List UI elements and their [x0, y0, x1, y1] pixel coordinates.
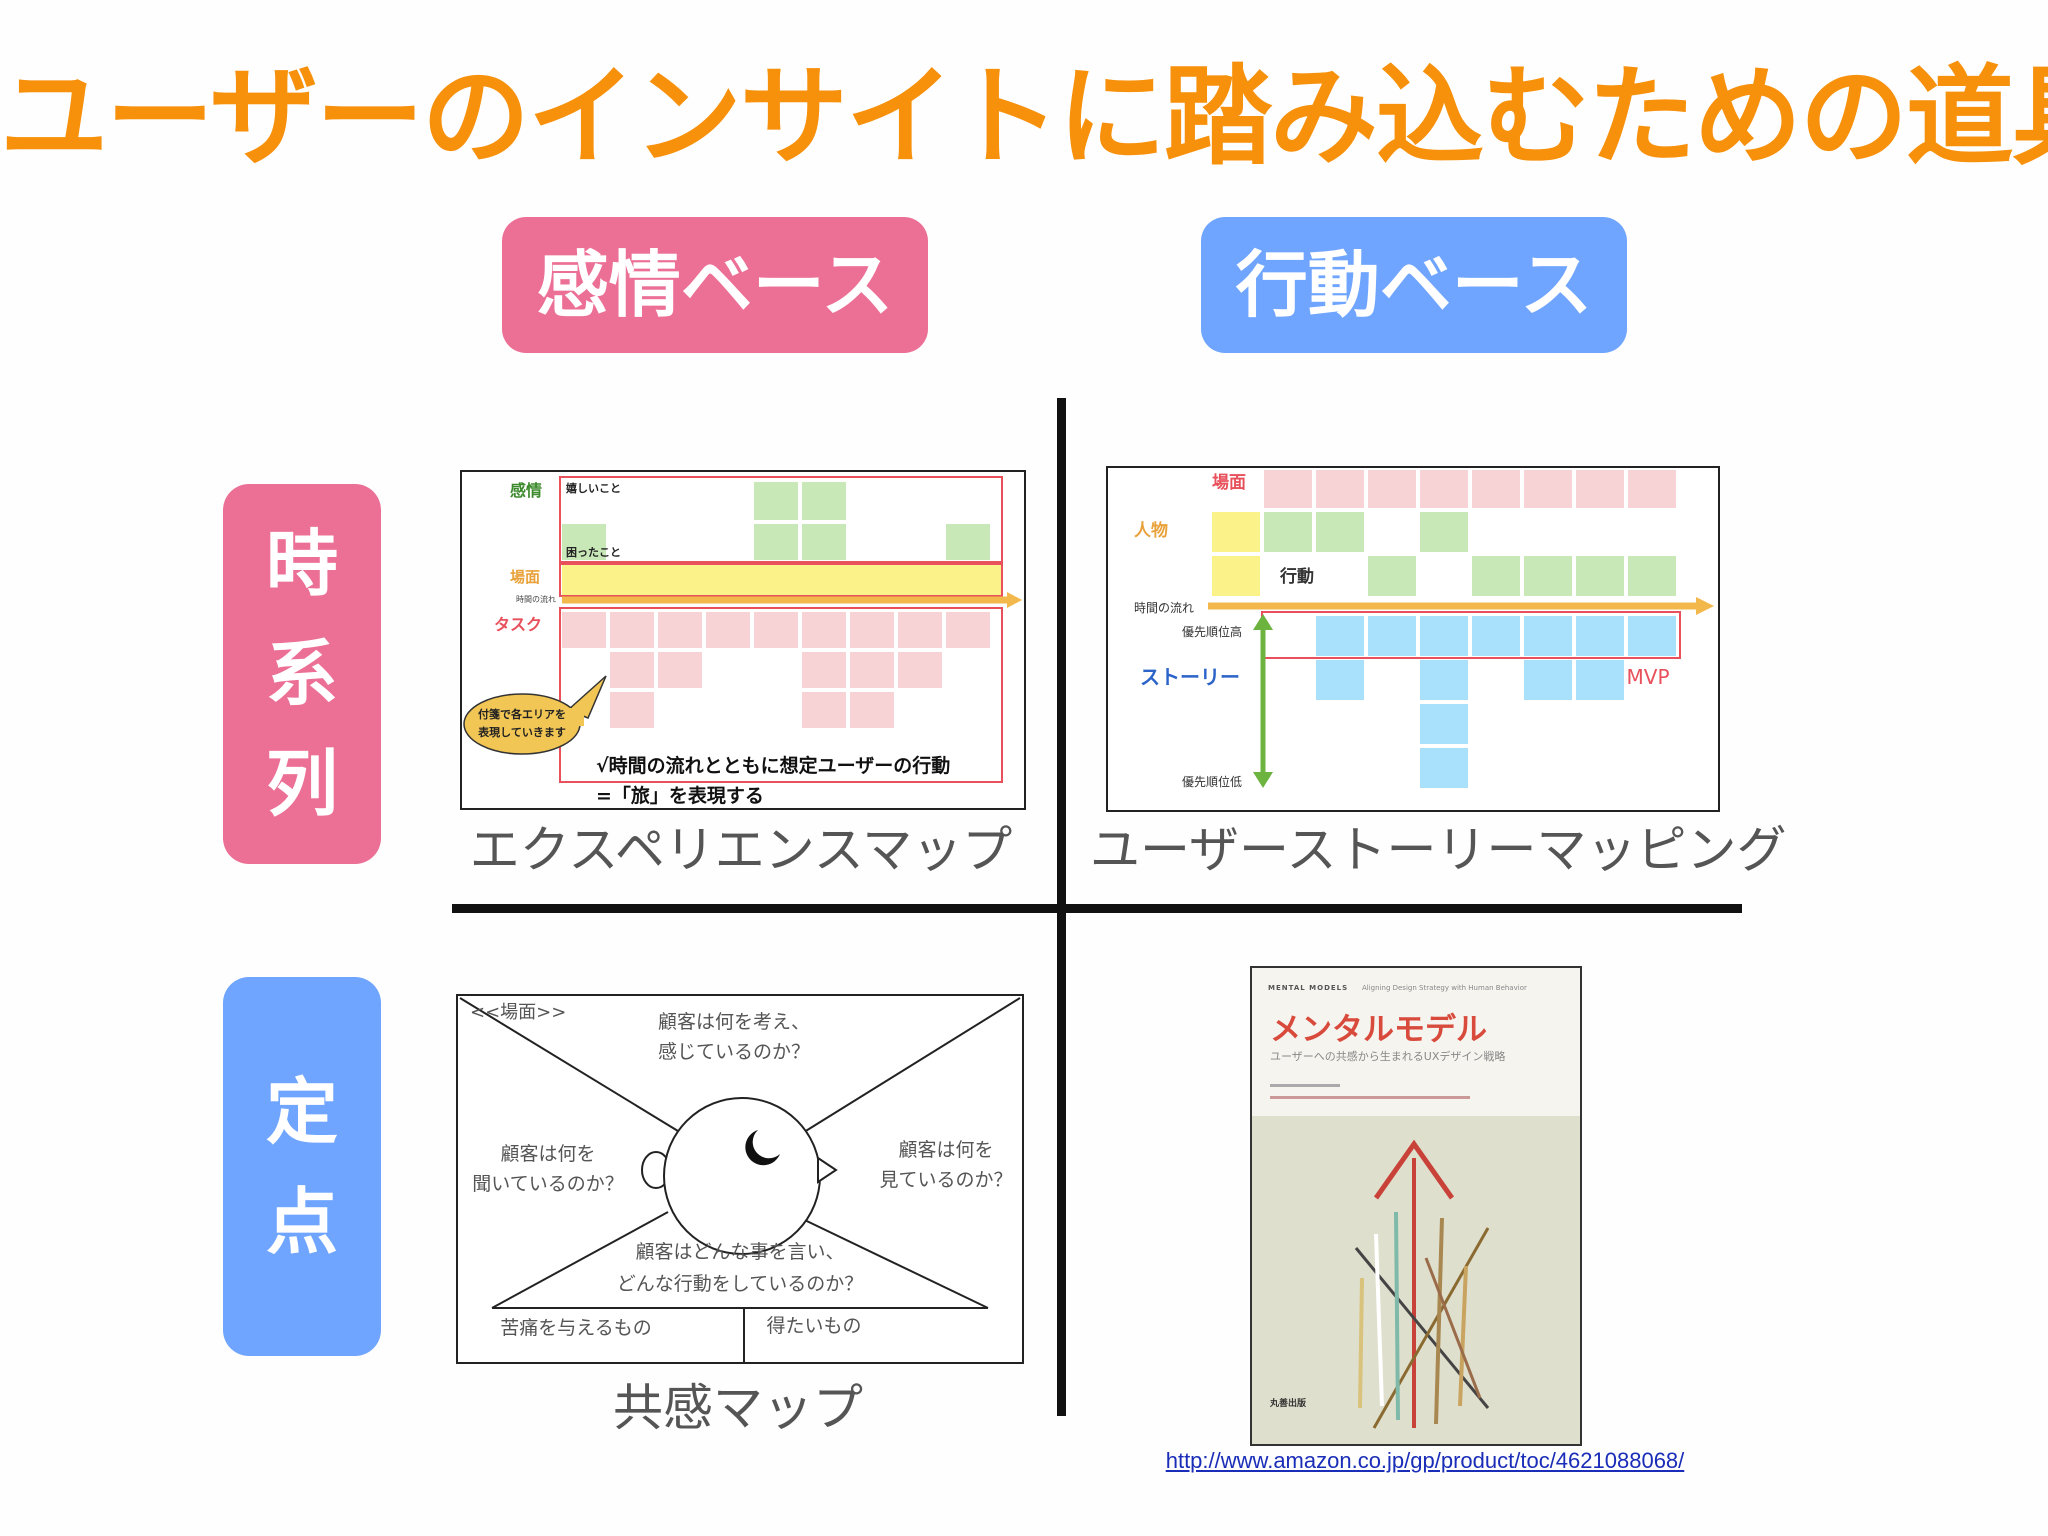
time-series-char-3: 列	[265, 742, 338, 826]
emotion-based-header: 感情ベース	[502, 217, 928, 353]
empathy-say-line1: 顧客はどんな事を言い、	[635, 1241, 844, 1263]
story-person-label: 人物	[1134, 520, 1168, 541]
page-title: ユーザーのインサイトに踏み込むための道具	[0, 55, 2048, 180]
story-mvp-label: MVP	[1627, 665, 1670, 689]
story-map-grid	[1208, 470, 1714, 788]
empathy-see-line1: 顧客は何を	[898, 1139, 993, 1161]
book-title: メンタルモデル	[1270, 1012, 1487, 1048]
exp-bubble-line1: 付箋で各エリアを	[478, 707, 566, 721]
exp-task-label: タスク	[494, 615, 542, 634]
empathy-think-line1: 顧客は何を考え、	[658, 1011, 810, 1033]
empathy-see-line2: 見ているのか？	[879, 1169, 1012, 1191]
user-story-mapping-figure: 場面 人物 行動 時間の流れ 優先順位高 ストーリー MVP 優先順位低	[1106, 466, 1720, 812]
exp-happy-label: 嬉しいこと	[565, 481, 621, 495]
exp-bubble-line2: 表現していきます	[477, 725, 566, 739]
exp-emotion-label: 感情	[510, 481, 542, 500]
book-series-subtitle: Aligning Design Strategy with Human Beha…	[1362, 984, 1527, 992]
empathy-gain-label: 得たいもの	[766, 1315, 861, 1337]
horizontal-axis	[452, 904, 1742, 913]
empathy-think-line2: 感じているのか？	[658, 1041, 810, 1063]
experience-map-caption: エクスペリエンスマップ	[469, 821, 1013, 879]
story-priority-low: 優先順位低	[1182, 774, 1242, 789]
fixed-point-char-2: 点	[265, 1179, 338, 1264]
empathy-map-caption: 共感マップ	[613, 1379, 863, 1437]
exp-scene-label: 場面	[510, 568, 540, 586]
empathy-pain-label: 苦痛を与えるもの	[500, 1317, 651, 1339]
story-story-label: ストーリー	[1140, 665, 1240, 689]
book-subtitle: ユーザーへの共感から生まれるUXデザイン戦略	[1270, 1049, 1505, 1063]
time-series-char-2: 系	[265, 632, 338, 716]
mental-model-book-cover: MENTAL MODELS Aligning Design Strategy w…	[1250, 966, 1582, 1446]
exp-time-flow-label: 時間の流れ	[516, 594, 556, 604]
empathy-scene-label: <<場面>>	[470, 1002, 566, 1023]
fixed-point-label: 定 点	[223, 977, 381, 1356]
story-priority-high: 優先順位高	[1182, 624, 1242, 639]
story-time-flow-label: 時間の流れ	[1134, 601, 1194, 615]
book-publisher: 丸善出版	[1269, 1397, 1306, 1409]
empathy-say-line2: どんな行動をしているのか？	[617, 1273, 863, 1295]
story-scene-label: 場面	[1212, 473, 1246, 493]
empathy-map-figure: <<場面>> 顧客は何を考え、 感じているのか？ 顧客は何を 聞いているのか？ …	[456, 994, 1024, 1364]
experience-map-grid	[559, 476, 1022, 783]
empathy-hear-line1: 顧客は何を	[500, 1143, 595, 1165]
experience-map-figure: 感情 嬉しいこと 困ったこと 場面 時間の流れ タスク 付箋で各エリアを 表現し…	[460, 470, 1026, 810]
action-based-header: 行動ベース	[1201, 217, 1627, 353]
time-series-char-1: 時	[265, 522, 338, 606]
book-link[interactable]: http://www.amazon.co.jp/gp/product/toc/4…	[1165, 1448, 1685, 1473]
story-action-label: 行動	[1279, 566, 1314, 587]
user-story-mapping-caption: ユーザーストーリーマッピング	[1090, 821, 1787, 879]
book-series-label: MENTAL MODELS	[1268, 984, 1348, 992]
exp-note-line2: =「旅」を表現する	[596, 784, 764, 807]
fixed-point-char-1: 定	[265, 1069, 338, 1154]
empathy-hear-line2: 聞いているのか？	[472, 1173, 623, 1195]
time-series-label: 時 系 列	[223, 484, 381, 864]
exp-note-line1: √時間の流れとともに想定ユーザーの行動	[596, 754, 950, 777]
exp-trouble-label: 困ったこと	[566, 546, 621, 559]
speech-bubble	[463, 675, 607, 755]
